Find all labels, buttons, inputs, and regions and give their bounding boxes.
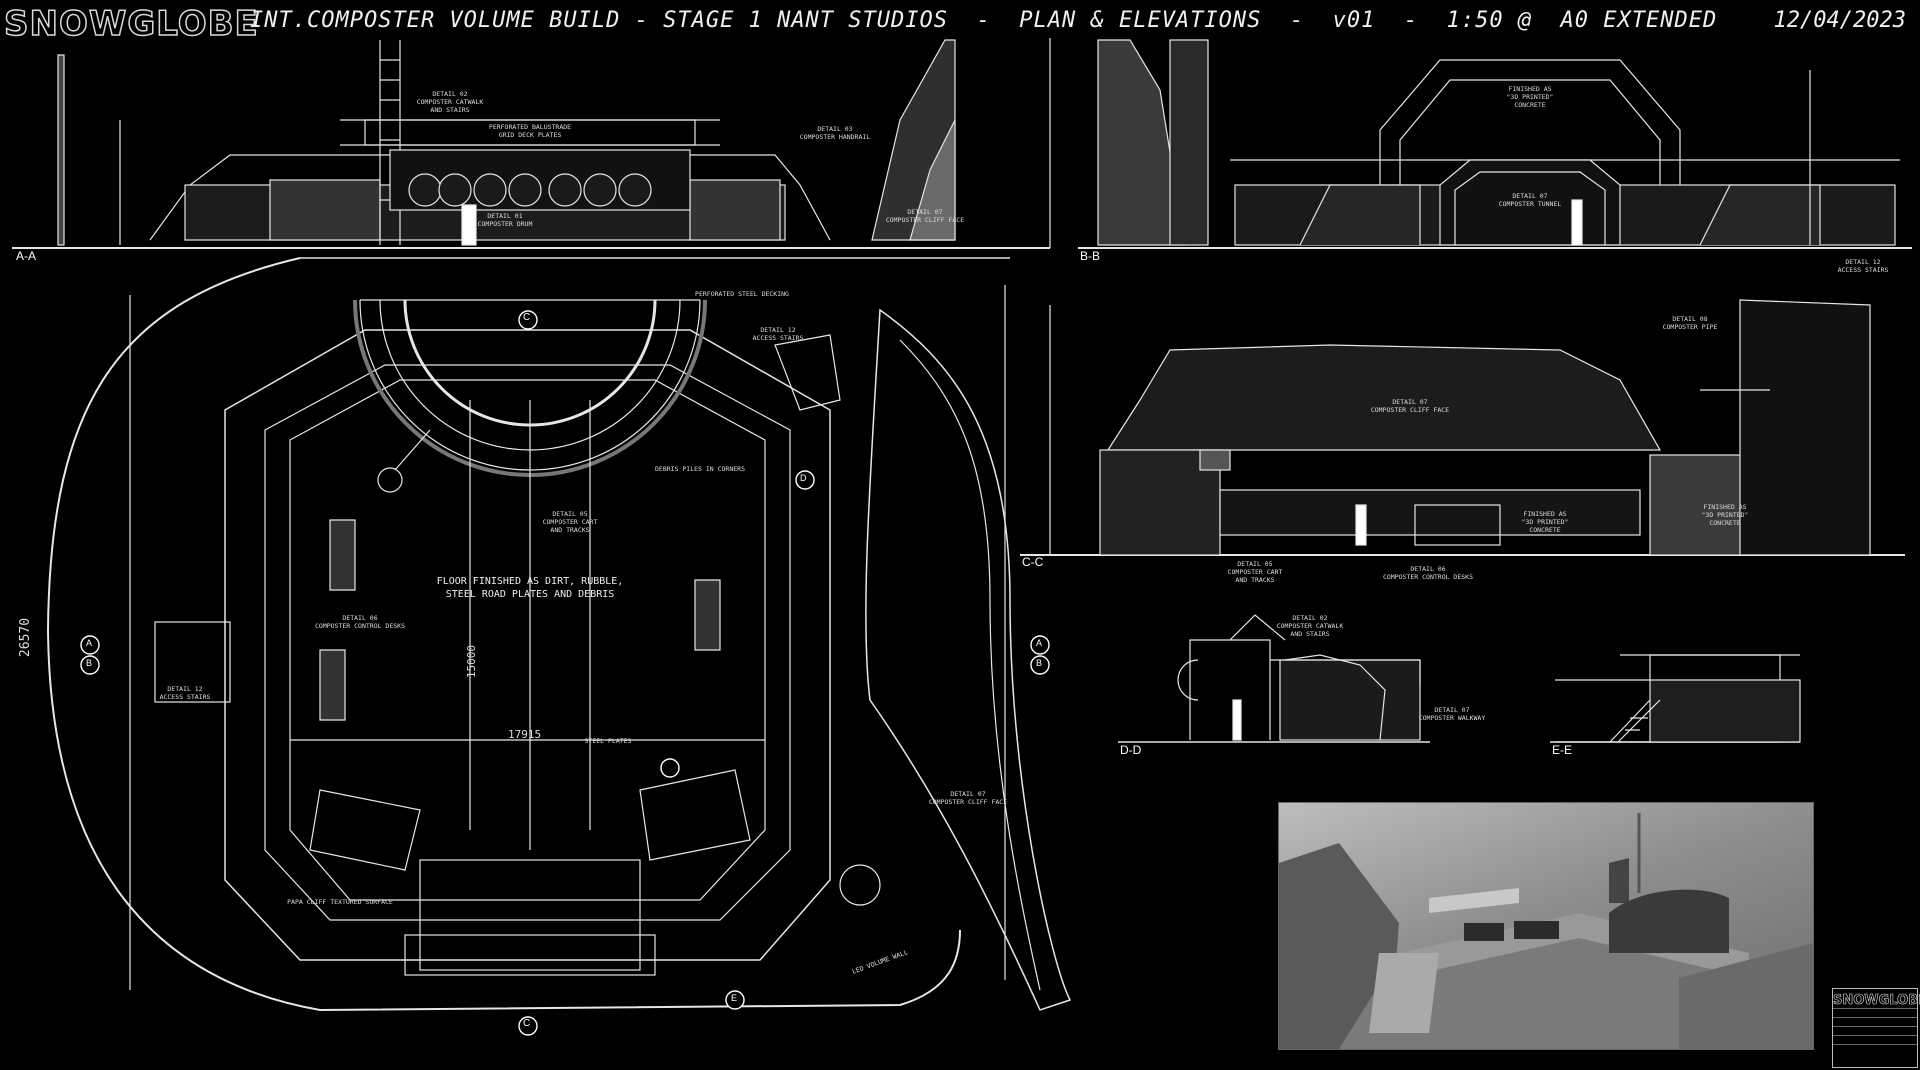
note-aa-drum: DETAIL 01 COMPOSTER DRUM bbox=[477, 212, 533, 228]
floor-finish-note: FLOOR FINISHED AS DIRT, RUBBLE, STEEL RO… bbox=[436, 576, 624, 600]
render-illustration bbox=[1279, 813, 1813, 1049]
title-block-row bbox=[1833, 1026, 1917, 1035]
title-block-row bbox=[1833, 1035, 1917, 1044]
section-marker-b-right bbox=[1030, 655, 1050, 675]
note-plan-steel-plates: STEEL PLATES bbox=[584, 737, 632, 745]
note-plan-surface: PAPA CLIFF TEXTURED SURFACE bbox=[287, 898, 393, 906]
section-marker-a-left bbox=[80, 635, 100, 655]
note-aa-cliff: DETAIL 07 COMPOSTER CLIFF FACE bbox=[885, 208, 965, 224]
section-label-ee: E-E bbox=[1552, 743, 1573, 757]
dimension-length: 15000 bbox=[465, 644, 479, 679]
title-block: SNOWGLOBE bbox=[1832, 988, 1920, 1068]
note-cc-printed-1: FINISHED AS "3D PRINTED" CONCRETE bbox=[1521, 510, 1569, 534]
note-bb-tunnel: DETAIL 07 COMPOSTER TUNNEL bbox=[1498, 192, 1562, 208]
title-block-row bbox=[1833, 1008, 1917, 1017]
note-cc-desks: DETAIL 06 COMPOSTER CONTROL DESKS bbox=[1382, 565, 1474, 581]
title-block-logo: SNOWGLOBE bbox=[1833, 993, 1920, 1009]
note-plan-debris: DEBRIS PILES IN CORNERS bbox=[654, 465, 746, 473]
section-marker-c-bottom bbox=[518, 1016, 538, 1036]
section-marker-b-left bbox=[80, 655, 100, 675]
marker-letter-a-right: A bbox=[1036, 638, 1043, 648]
drawing-title: INT.COMPOSTER VOLUME BUILD - STAGE 1 NAN… bbox=[250, 8, 1718, 33]
marker-letter-c-bottom: C bbox=[523, 1018, 531, 1029]
plan-view bbox=[46, 257, 1072, 1012]
note-dd-walkway: DETAIL 07 COMPOSTER WALKWAY bbox=[1418, 706, 1486, 722]
note-bb-stairs: DETAIL 12 ACCESS STAIRS bbox=[1837, 258, 1889, 274]
3d-render-preview bbox=[1278, 802, 1814, 1050]
company-logo: SNOWGLOBE bbox=[3, 3, 259, 45]
section-label-aa: A-A bbox=[16, 249, 37, 263]
marker-letter-d: D bbox=[800, 473, 807, 483]
marker-letter-e: E bbox=[731, 993, 738, 1003]
note-plan-deck: PERFORATED STEEL DECKING bbox=[695, 290, 789, 298]
note-plan-cliff: DETAIL 07 COMPOSTER CLIFF FACE bbox=[928, 790, 1008, 806]
note-cc-printed-2: FINISHED AS "3D PRINTED" CONCRETE bbox=[1701, 503, 1749, 527]
section-label-cc: C-C bbox=[1022, 555, 1044, 569]
section-marker-e bbox=[725, 990, 745, 1010]
section-marker-c-top bbox=[518, 310, 538, 330]
section-bb-elevation bbox=[1097, 39, 1900, 246]
drawing-date: 12/04/2023 bbox=[1773, 8, 1906, 33]
section-label-bb: B-B bbox=[1080, 249, 1101, 263]
dimension-overall: 26570 bbox=[18, 617, 34, 658]
note-dd-catwalk: DETAIL 02 COMPOSTER CATWALK AND STAIRS bbox=[1276, 614, 1344, 638]
marker-letter-c-top: C bbox=[523, 312, 531, 323]
note-plan-desks: DETAIL 06 COMPOSTER CONTROL DESKS bbox=[314, 614, 406, 630]
section-marker-d bbox=[795, 470, 815, 490]
note-plan-stairs-right: DETAIL 12 ACCESS STAIRS bbox=[752, 326, 804, 342]
section-label-dd: D-D bbox=[1120, 743, 1142, 757]
note-plan-cart: DETAIL 05 COMPOSTER CART AND TRACKS bbox=[542, 510, 598, 534]
title-block-row bbox=[1833, 1044, 1917, 1053]
note-bb-printed: FINISHED AS "3D PRINTED" CONCRETE bbox=[1506, 85, 1554, 109]
section-marker-a-right bbox=[1030, 635, 1050, 655]
section-aa-elevation bbox=[57, 39, 956, 246]
note-cc-cliff: DETAIL 07 COMPOSTER CLIFF FACE bbox=[1370, 398, 1450, 414]
note-aa-handrail: DETAIL 03 COMPOSTER HANDRAIL bbox=[799, 125, 871, 141]
section-ee-elevation bbox=[1555, 654, 1801, 743]
section-marker-m bbox=[660, 758, 680, 778]
note-cc-pipe: DETAIL 08 COMPOSTER PIPE bbox=[1662, 315, 1718, 331]
dimension-width: 17915 bbox=[508, 728, 542, 741]
title-block-row bbox=[1833, 1017, 1917, 1026]
section-dd-elevation bbox=[1177, 614, 1421, 741]
marker-letter-a-left: A bbox=[86, 638, 93, 648]
marker-letter-b-right: B bbox=[1036, 658, 1043, 668]
note-cc-cart: DETAIL 05 COMPOSTER CART AND TRACKS bbox=[1227, 560, 1283, 584]
marker-letter-b-left: B bbox=[86, 658, 93, 668]
note-aa-catwalk: DETAIL 02 COMPOSTER CATWALK AND STAIRS bbox=[416, 90, 484, 114]
section-cc-elevation bbox=[1049, 299, 1871, 556]
note-plan-stairs-left: DETAIL 12 ACCESS STAIRS bbox=[159, 685, 211, 701]
note-aa-balustrade: PERFORATED BALUSTRADE GRID DECK PLATES bbox=[488, 123, 572, 139]
